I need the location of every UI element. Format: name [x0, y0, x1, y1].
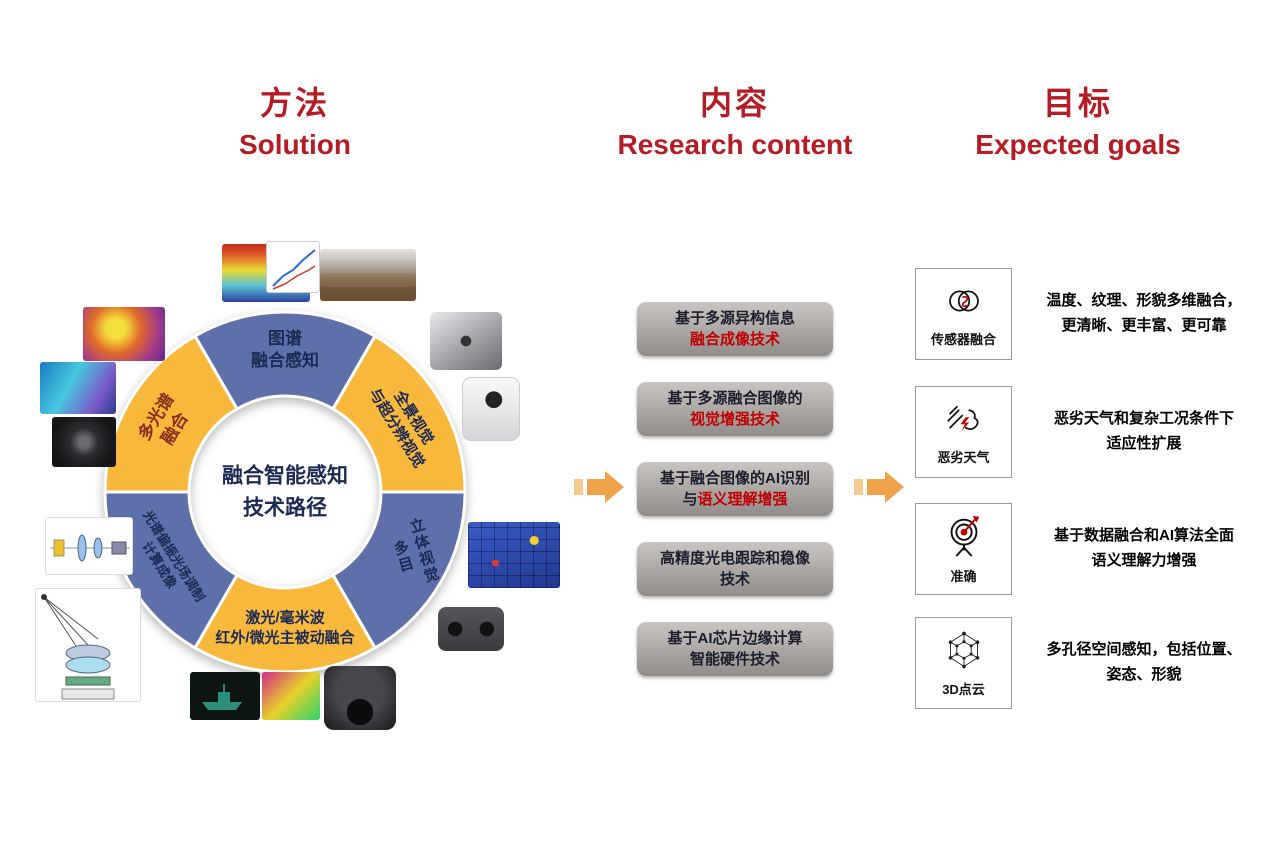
header-expected-goals-zh: 目标 — [1042, 85, 1113, 121]
goal-icon-box: 3D点云 — [915, 617, 1012, 709]
goal-row-3d-point-cloud: 3D点云 多孔径空间感知，包括位置、 姿态、形貌 — [915, 617, 1264, 709]
research-box-visual-enhancement: 基于多源融合图像的 视觉增强技术 — [637, 382, 833, 436]
wheel-center-title: 融合智能感知 技术路径 — [195, 461, 375, 524]
research-box-line2-red: 语义理解增强 — [697, 491, 788, 508]
header-solution-zh: 方法 — [259, 85, 330, 121]
wheel-center-line1: 融合智能感知 — [222, 464, 348, 488]
thumb-optical-path-diagram-image — [45, 517, 133, 575]
sensor-fusion-icon — [940, 280, 988, 322]
ship-silhouette-icon — [202, 684, 242, 710]
goal-text-line2: 语义理解力增强 — [1091, 552, 1197, 569]
thumb-black-camera-lens-image — [52, 417, 116, 467]
thumb-warehouse-boxes-image — [468, 522, 560, 588]
wheel-center-line2: 技术路径 — [243, 496, 327, 519]
thumb-thermal-strawberries-image — [83, 307, 165, 361]
segment-label-bottom: 激光/毫米波 红外/微光主被动融合 — [215, 609, 354, 648]
goal-row-accuracy: 准确 基于数据融合和AI算法全面 语义理解力增强 — [915, 503, 1264, 595]
goal-text: 恶劣天气和复杂工况条件下 适应性扩展 — [1024, 407, 1264, 457]
segment-label-top: 图谱 融合感知 — [251, 328, 319, 372]
goal-text-line2: 姿态、形貌 — [1106, 666, 1182, 683]
goal-text: 温度、纹理、形貌多维融合， 更清晰、更丰富、更可靠 — [1024, 289, 1264, 339]
research-box-line1: 高精度光电跟踪和稳像 — [659, 550, 810, 567]
research-box-ai-recognition: 基于融合图像的AI识别 与语义理解增强 — [637, 462, 833, 516]
thumb-sonar-ship-image — [190, 672, 260, 720]
goal-text-line1: 多孔径空间感知，包括位置、 — [1046, 641, 1242, 659]
segment-label-bottom-line1: 激光/毫米波 — [245, 609, 325, 627]
goal-text-line2: 适应性扩展 — [1106, 435, 1182, 452]
research-box-line2-dark: 与 — [682, 491, 698, 508]
header-solution-en: Solution — [239, 129, 351, 160]
research-box-line2-dark: 智能硬件技术 — [689, 651, 780, 668]
thumb-thermal-scene-image — [40, 362, 116, 414]
thumb-stereo-camera-image — [438, 607, 504, 651]
line-chart-icon — [272, 249, 316, 290]
spectral-imaging-icon — [41, 594, 115, 700]
research-box-line2-red: 视觉增强技术 — [689, 411, 780, 428]
header-expected-goals-en: Expected goals — [975, 129, 1181, 160]
goal-caption: 3D点云 — [942, 682, 985, 697]
point-cloud-icon — [940, 628, 988, 672]
header-research-content-en: Research content — [617, 129, 853, 160]
goal-icon-box: 恶劣天气 — [915, 386, 1012, 478]
segment-label-top-line1: 图谱 — [268, 328, 302, 348]
goal-text-line2: 更清晰、更丰富、更可靠 — [1061, 317, 1227, 334]
research-box-line1: 基于AI芯片边缘计算 — [667, 630, 803, 647]
segment-label-bottom-line2: 红外/微光主被动融合 — [215, 629, 355, 646]
goal-icon-box: 传感器融合 — [915, 268, 1012, 360]
thumb-gimbal-camera-image — [324, 666, 396, 730]
goal-text: 基于数据融合和AI算法全面 语义理解力增强 — [1024, 524, 1264, 574]
header-research-content: 内容 Research content — [585, 78, 885, 161]
goal-text: 多孔径空间感知，包括位置、 姿态、形貌 — [1024, 638, 1264, 688]
goal-text-line1: 温度、纹理、形貌多维融合， — [1046, 292, 1242, 310]
research-box-tracking-stabilization: 高精度光电跟踪和稳像 技术 — [637, 542, 833, 596]
research-box-fusion-imaging: 基于多源异构信息 融合成像技术 — [637, 302, 833, 356]
accuracy-target-icon — [940, 513, 988, 559]
optical-path-icon — [50, 534, 130, 562]
goal-caption: 准确 — [950, 569, 977, 584]
flow-arrow-left-icon — [574, 467, 624, 512]
research-box-line1: 基于融合图像的AI识别 — [659, 470, 810, 487]
research-box-line2-red: 融合成像技术 — [689, 331, 780, 348]
goal-caption: 传感器融合 — [930, 332, 996, 347]
thumb-thermal-people-image — [262, 672, 320, 720]
goal-text-line1: 基于数据融合和AI算法全面 — [1053, 527, 1234, 545]
thumb-cube-multi-camera-image — [430, 312, 502, 370]
thumb-line-chart-image — [266, 241, 320, 293]
header-solution: 方法 Solution — [165, 78, 425, 161]
research-box-line1: 基于多源异构信息 — [674, 310, 795, 327]
thumb-pipeline-photo-image — [320, 249, 416, 301]
research-box-edge-computing: 基于AI芯片边缘计算 智能硬件技术 — [637, 622, 833, 676]
goal-caption: 恶劣天气 — [937, 450, 990, 465]
research-box-line1: 基于多源融合图像的 — [667, 390, 803, 407]
goal-row-sensor-fusion: 传感器融合 温度、纹理、形貌多维融合， 更清晰、更丰富、更可靠 — [915, 268, 1264, 360]
research-box-line2-dark: 技术 — [719, 571, 750, 588]
header-expected-goals: 目标 Expected goals — [928, 78, 1228, 161]
goal-text-line1: 恶劣天气和复杂工况条件下 — [1053, 410, 1234, 428]
goal-row-bad-weather: 恶劣天气 恶劣天气和复杂工况条件下 适应性扩展 — [915, 386, 1264, 478]
thumb-white-ptz-camera-image — [462, 377, 520, 441]
bad-weather-icon — [940, 398, 988, 440]
segment-label-top-line2: 融合感知 — [251, 351, 319, 370]
flow-arrow-right-icon — [854, 467, 904, 512]
header-research-content-zh: 内容 — [699, 85, 770, 121]
thumb-spectral-imaging-diagram-image — [35, 588, 141, 702]
goal-icon-box: 准确 — [915, 503, 1012, 595]
